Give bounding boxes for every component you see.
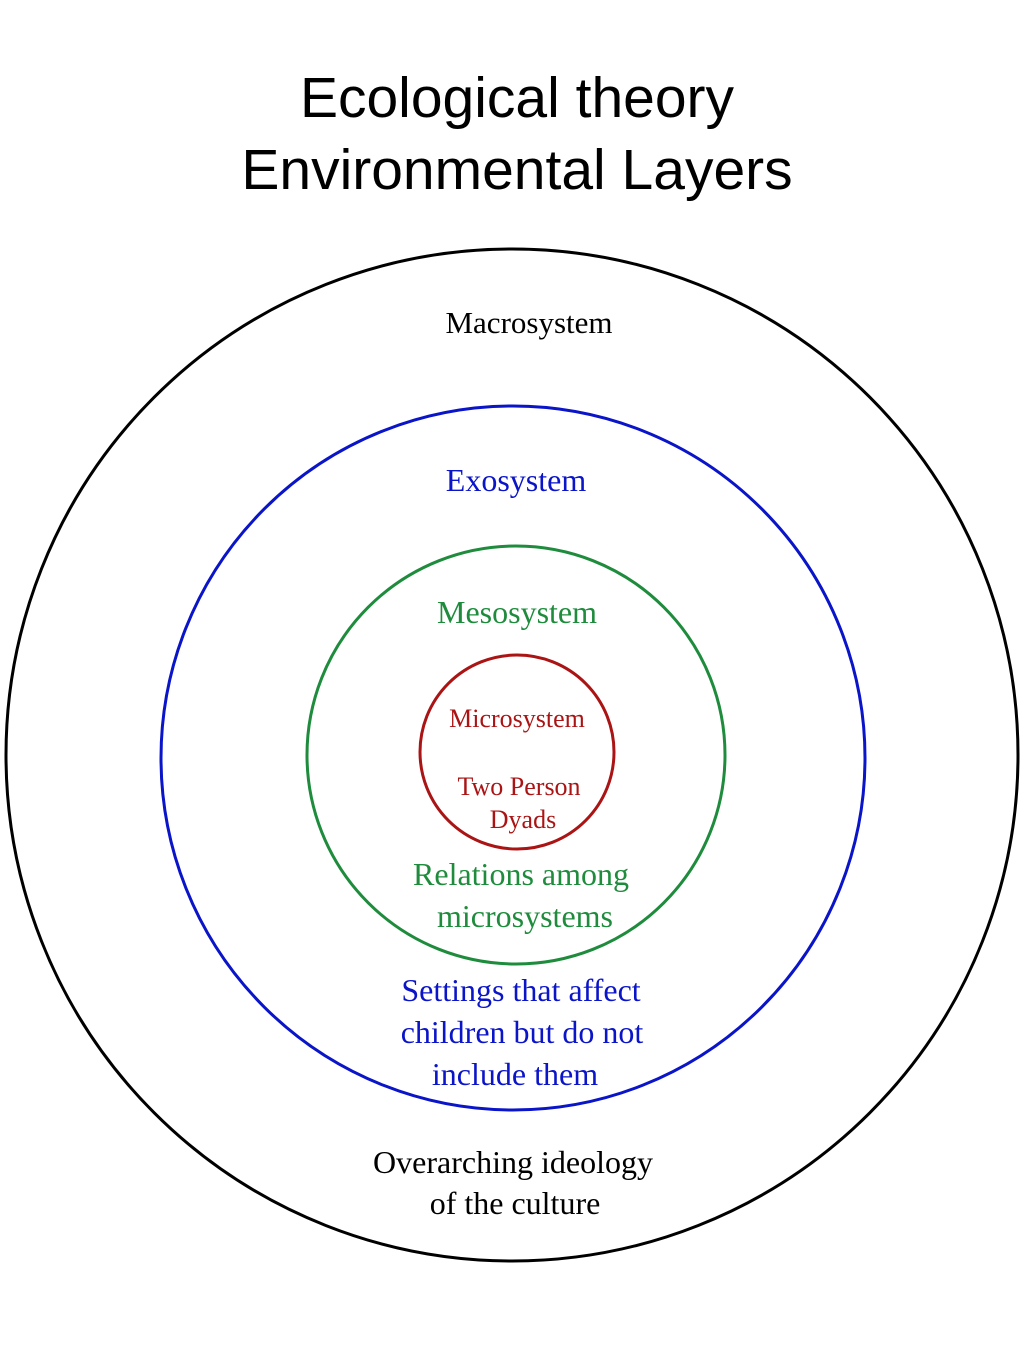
mesosystem-description-line-2: microsystems	[437, 898, 613, 934]
mesosystem-description-line-1: Relations among	[413, 856, 629, 892]
macrosystem-description-line-1: Overarching ideology	[373, 1144, 653, 1180]
microsystem-description-line-2: Dyads	[490, 805, 556, 834]
microsystem-circle	[418, 653, 616, 851]
title-line-1: Ecological theory	[299, 66, 735, 130]
exosystem-description-line-3: include them	[432, 1056, 598, 1092]
exosystem-description-line-1: Settings that affect	[401, 972, 640, 1008]
microsystem-label: Microsystem	[449, 704, 585, 733]
page-title: Ecological theory Environmental Layers	[0, 62, 1024, 206]
exosystem-circle	[159, 404, 867, 1112]
macrosystem-label: Macrosystem	[445, 305, 612, 340]
mesosystem-circle	[305, 544, 727, 966]
title-line-2: Environmental Layers	[241, 138, 793, 202]
exosystem-description-line-2: children but do not	[401, 1014, 644, 1050]
exosystem-label: Exosystem	[446, 462, 587, 498]
mesosystem-label: Mesosystem	[437, 594, 597, 630]
microsystem-description-line-1: Two Person	[457, 772, 580, 801]
macrosystem-description-line-2: of the culture	[430, 1185, 601, 1221]
macrosystem-circle	[4, 247, 1020, 1263]
